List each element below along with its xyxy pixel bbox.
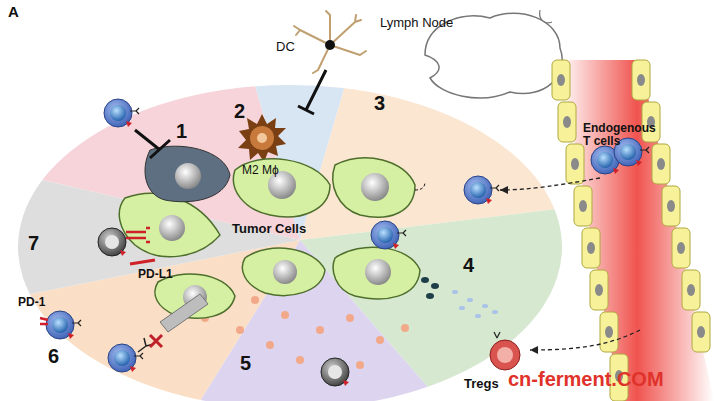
cell-label: M2 Mϕ: [242, 164, 279, 177]
callout-number: 3: [374, 92, 385, 114]
callout-number: 5: [240, 352, 251, 374]
callout-number: 6: [48, 345, 59, 367]
cell-label: DC: [276, 40, 295, 54]
cell-label: Endogenous T cells: [583, 122, 661, 148]
callout-number: 1: [176, 120, 187, 142]
receptor-label: PD-1: [18, 296, 45, 309]
panel-letter: A: [8, 4, 19, 21]
ligand-label: PD-L1: [138, 268, 173, 281]
watermark: cn-ferment.COM: [508, 368, 664, 390]
callout-number: 4: [463, 254, 474, 276]
callout-number: 2: [234, 100, 245, 122]
callout-number: 7: [28, 232, 39, 254]
cell-label: Tumor Cells: [232, 222, 306, 236]
cell-label: Tregs: [464, 377, 499, 391]
organ-label: Lymph Node: [380, 16, 453, 30]
